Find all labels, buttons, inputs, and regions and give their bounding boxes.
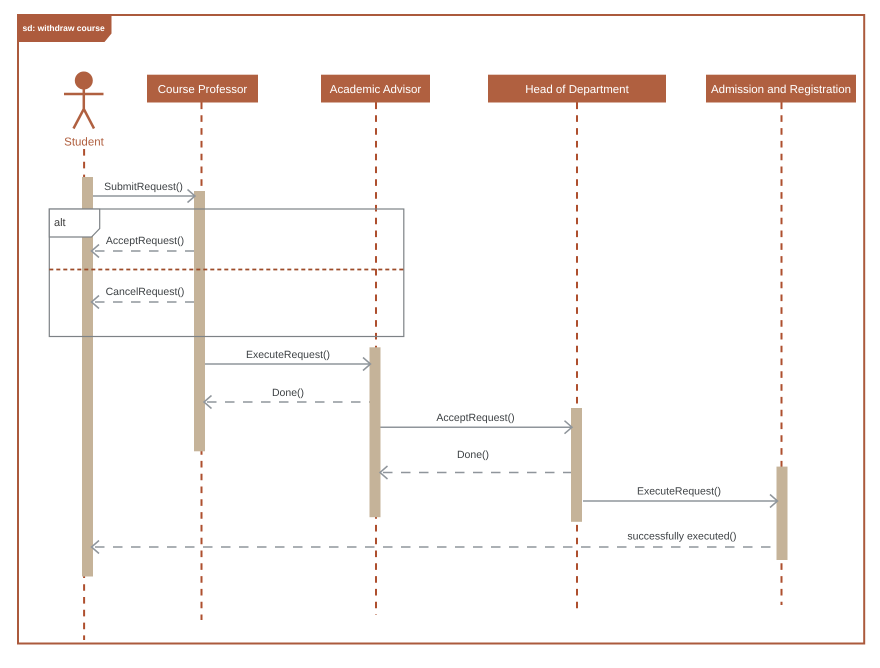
svg-text:AcceptRequest(): AcceptRequest() <box>106 235 184 247</box>
svg-text:Done(): Done() <box>457 449 489 461</box>
svg-text:CancelRequest(): CancelRequest() <box>106 286 185 298</box>
svg-text:Admission and Registration: Admission and Registration <box>711 84 851 96</box>
svg-text:sd: withdraw course: sd: withdraw course <box>23 23 105 33</box>
svg-text:AcceptRequest(): AcceptRequest() <box>436 412 514 424</box>
svg-text:Head of Department: Head of Department <box>525 84 629 96</box>
svg-text:Student: Student <box>64 136 104 148</box>
svg-text:Academic Advisor: Academic Advisor <box>330 84 422 96</box>
svg-text:Course Professor: Course Professor <box>158 84 248 96</box>
svg-text:SubmitRequest(): SubmitRequest() <box>104 181 183 193</box>
svg-text:Done(): Done() <box>272 387 304 399</box>
svg-text:alt: alt <box>54 217 66 229</box>
svg-text:ExecuteRequest(): ExecuteRequest() <box>637 486 721 498</box>
svg-text:successfully executed(): successfully executed() <box>627 531 736 543</box>
svg-text:ExecuteRequest(): ExecuteRequest() <box>246 349 330 361</box>
